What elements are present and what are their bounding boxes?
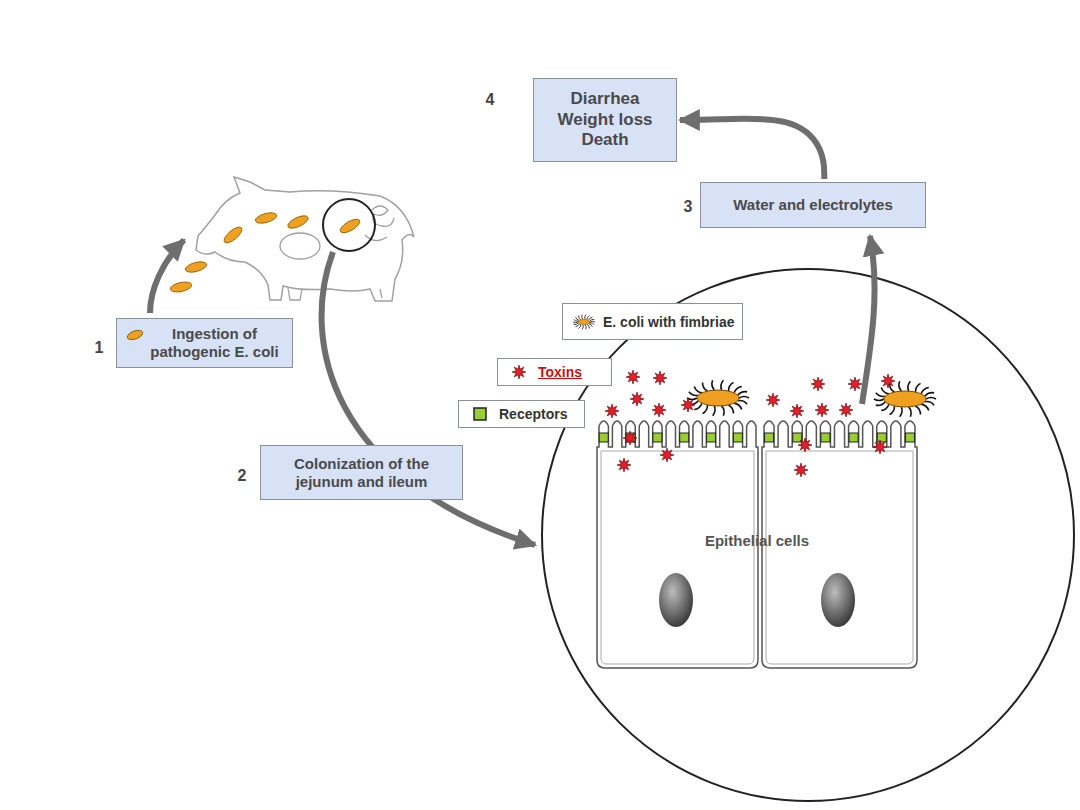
process-box: Diarrhea Weight loss Death	[533, 78, 677, 162]
pig-intestine	[365, 206, 394, 241]
toxin	[881, 374, 895, 388]
toxin	[605, 404, 619, 418]
toxins	[605, 370, 895, 477]
callout-number: 4	[486, 91, 495, 109]
e-coli-icon-shape	[126, 329, 144, 341]
pig-outline	[196, 177, 414, 301]
cell-membrane	[601, 451, 754, 664]
arrow-colonization	[322, 252, 535, 545]
legend-text: Toxins	[538, 364, 582, 380]
box-text: Ingestion of pathogenic E. coli	[145, 325, 284, 361]
box-text: Colonization of the jejunum and ileum	[269, 455, 454, 491]
arrow-water	[862, 236, 875, 404]
process-box: Ingestion of pathogenic E. coli	[116, 318, 293, 368]
legend-sample	[571, 312, 597, 332]
callout-number: 1	[95, 339, 104, 357]
receptor	[765, 433, 774, 442]
toxin	[873, 440, 887, 454]
receptor	[905, 433, 914, 442]
toxin	[798, 438, 812, 452]
receptor	[877, 433, 886, 442]
cell-membrane	[766, 451, 913, 664]
receptor	[653, 433, 662, 442]
toxin	[839, 403, 853, 417]
toxin	[848, 377, 862, 391]
process-box: Colonization of the jejunum and ileum	[260, 445, 463, 500]
legend-text: E. coli with fimbriae	[603, 314, 734, 330]
receptor	[733, 433, 742, 442]
epithelial-cells	[597, 421, 917, 668]
receptor	[599, 433, 608, 442]
fimbriae	[874, 381, 936, 416]
receptor	[680, 433, 689, 442]
toxin	[681, 398, 695, 412]
receptor	[707, 433, 716, 442]
toxin	[815, 403, 829, 417]
fimbriae	[573, 314, 595, 329]
pig-figure	[169, 177, 414, 301]
toxin	[623, 431, 637, 445]
toxin	[617, 458, 631, 472]
pig-stomach	[280, 233, 320, 259]
nucleus	[659, 573, 693, 627]
legend-text: Receptors	[499, 406, 567, 422]
toxin	[626, 370, 640, 384]
legend-item: Toxins	[497, 358, 612, 386]
e-coli-icon	[125, 329, 145, 341]
arrow-ingestion	[150, 240, 184, 313]
toxin	[630, 392, 644, 406]
part-label: Epithelial cells	[705, 532, 809, 549]
zoom-circle-small	[323, 199, 375, 251]
callout-number: 2	[238, 467, 247, 485]
bacteria-on-cells	[687, 380, 936, 416]
legend-item: Receptors	[458, 400, 585, 428]
legend-item: E. coli with fimbriae	[562, 303, 743, 340]
toxin	[660, 448, 674, 462]
legend-sample	[467, 404, 493, 424]
callout-number: 3	[684, 198, 693, 216]
pig-leg	[288, 288, 382, 300]
toxin	[811, 377, 825, 391]
e-coli	[884, 391, 926, 407]
fimbriae	[687, 380, 749, 415]
toxin	[766, 393, 780, 407]
receptor	[849, 433, 858, 442]
e-coli	[578, 319, 590, 324]
process-box: Water and electrolytes	[700, 182, 926, 228]
legend-swatch	[474, 408, 486, 420]
box-text: Water and electrolytes	[733, 196, 893, 214]
receptor	[821, 433, 830, 442]
toxin	[794, 463, 808, 477]
legend-sample	[506, 362, 532, 382]
box-text: Diarrhea Weight loss Death	[550, 89, 660, 150]
toxin	[653, 371, 667, 385]
zoom-circle	[542, 269, 1074, 801]
e-coli	[697, 390, 739, 406]
toxin	[790, 404, 804, 418]
legend-toxin	[512, 365, 526, 379]
nucleus	[821, 573, 855, 627]
flow-arrow	[680, 119, 824, 179]
toxin	[652, 403, 666, 417]
